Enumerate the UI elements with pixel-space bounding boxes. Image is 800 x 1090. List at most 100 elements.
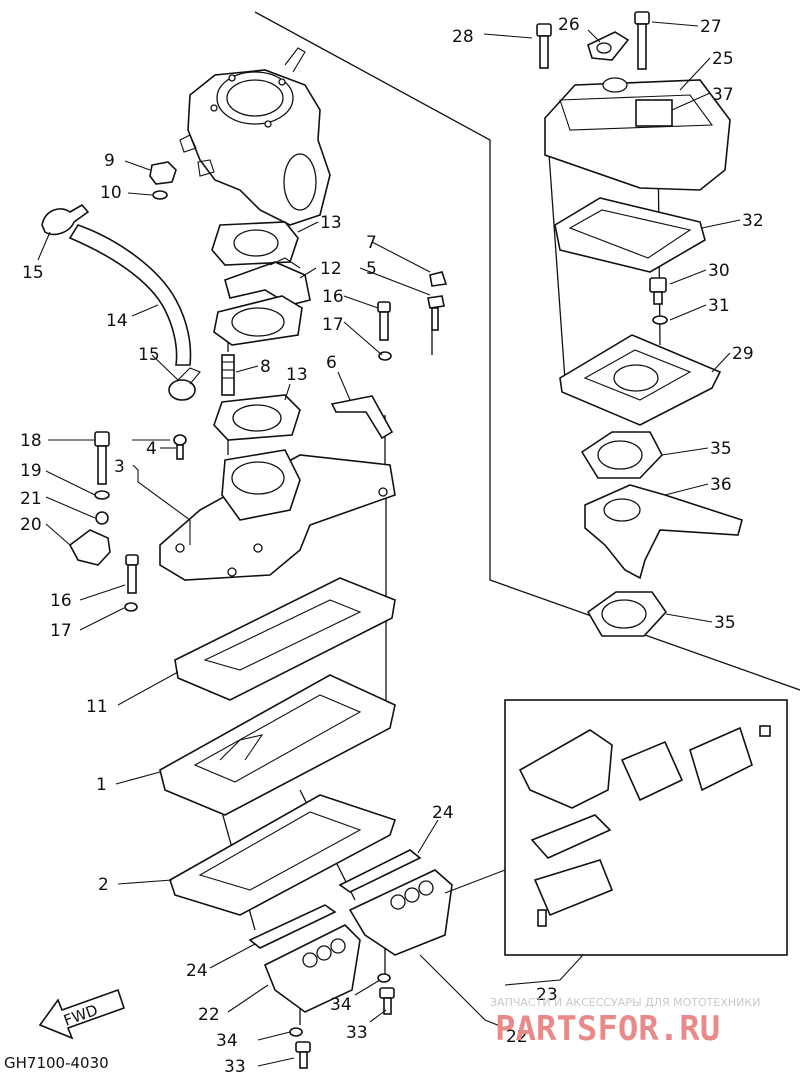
callout-34-left: 34 (216, 1031, 238, 1051)
gasket-lower (169, 794, 397, 916)
gasket-manifold (174, 577, 396, 701)
callout-12: 12 (320, 259, 342, 279)
gasket-ring-upper (580, 431, 663, 479)
callout-11: 11 (86, 697, 108, 717)
callout-22-right: 22 (506, 1027, 528, 1047)
nut (149, 161, 177, 185)
washer-bottom-right (377, 973, 391, 983)
callout-17-lower: 17 (50, 621, 72, 641)
callout-labels: 28 26 27 25 37 32 30 31 29 35 36 35 9 10… (20, 15, 764, 1077)
reed-gasket-left (248, 904, 337, 949)
collar-nut (95, 511, 109, 525)
callout-33-left: 33 (224, 1057, 246, 1077)
callout-20: 20 (20, 515, 42, 535)
callout-16-upper: 16 (322, 287, 344, 307)
callout-25: 25 (712, 49, 734, 69)
callout-36: 36 (710, 475, 732, 495)
callout-30: 30 (708, 261, 730, 281)
gasket-upper (211, 221, 299, 266)
callout-10: 10 (100, 183, 122, 203)
callout-26: 26 (558, 15, 580, 35)
callout-2: 2 (98, 875, 109, 895)
washer-bottom-left (289, 1027, 303, 1037)
callout-35-upper: 35 (710, 439, 732, 459)
callout-7: 7 (366, 233, 377, 253)
callout-37: 37 (712, 85, 734, 105)
callout-17-upper: 17 (322, 315, 344, 335)
screw-right (427, 295, 445, 331)
callout-8: 8 (260, 357, 271, 377)
gasket-ring-lower (586, 591, 668, 637)
callout-27: 27 (700, 17, 722, 37)
rubber-cap (429, 271, 448, 287)
callout-16-lower: 16 (50, 591, 72, 611)
callout-24-right: 24 (432, 803, 454, 823)
intake-elbow-body (179, 47, 331, 226)
watermark-tagline: ЗАПЧАСТИ И АКСЕССУАРЫ ДЛЯ МОТОТЕХНИКИ (490, 996, 760, 1009)
base-plate (559, 334, 722, 426)
callout-32: 32 (742, 211, 764, 231)
watermark: ЗАПЧАСТИ И АКСЕССУАРЫ ДЛЯ МОТОТЕХНИКИ PA… (490, 996, 760, 1049)
bolt-tall-left (536, 23, 552, 69)
cable-holder (68, 529, 111, 566)
mounting-bracket (224, 257, 311, 306)
callout-35-lower: 35 (714, 613, 736, 633)
fwd-label: FWD (61, 1001, 100, 1030)
callout-13-lower: 13 (286, 365, 308, 385)
callout-21: 21 (20, 489, 42, 509)
stud-bolt (221, 354, 235, 396)
hose-clamp-top (41, 203, 90, 236)
reed-valve-assembly-right (348, 869, 453, 956)
callout-33-right: 33 (346, 1023, 368, 1043)
callout-15-top: 15 (22, 263, 44, 283)
leader-lines (37, 21, 741, 1067)
callout-5: 5 (366, 259, 377, 279)
callout-15-bottom: 15 (138, 345, 160, 365)
fwd-arrow-icon: FWD (38, 988, 126, 1040)
plate (330, 395, 394, 440)
drawing-code: GH7100-4030 (4, 1054, 109, 1072)
callout-28: 28 (452, 27, 474, 47)
callout-4: 4 (146, 439, 157, 459)
callout-6: 6 (326, 353, 337, 373)
washer-upper-right (378, 351, 392, 361)
bolt-upper-right (377, 301, 391, 341)
hose-clamp-bottom (168, 367, 201, 401)
spacer-plate (213, 295, 303, 346)
callout-23: 23 (536, 985, 558, 1005)
tank-cover (544, 77, 731, 191)
bolt-tall-right (634, 11, 650, 70)
reed-valve-seat (159, 674, 396, 816)
callout-9: 9 (104, 151, 115, 171)
washer-right (652, 315, 668, 325)
gasket-middle (213, 394, 301, 441)
callout-19: 19 (20, 461, 42, 481)
intake-manifold (159, 449, 396, 581)
screw (173, 434, 187, 460)
bolt-bottom-left (295, 1041, 311, 1069)
mount-bracket-right (584, 484, 743, 580)
washer-lower-left (124, 602, 138, 612)
bolt-bottom-right (379, 987, 395, 1015)
bolt-right (649, 277, 667, 305)
reed-gasket-right (338, 849, 422, 893)
callout-1: 1 (96, 775, 107, 795)
reed-valve-detail-inset (444, 699, 788, 986)
callout-31: 31 (708, 296, 730, 316)
filler-cap (587, 31, 630, 61)
watermark-site: PARTSFOR.RU (495, 1009, 720, 1049)
callout-13-upper: 13 (320, 213, 342, 233)
bolt-lower-left (125, 554, 139, 594)
callout-29: 29 (732, 344, 754, 364)
cover-gasket (554, 197, 706, 273)
callout-3: 3 (114, 457, 125, 477)
callout-14: 14 (106, 311, 128, 331)
callout-18: 18 (20, 431, 42, 451)
reed-valve-assembly-left (263, 924, 361, 1013)
bolt-left (94, 431, 110, 485)
callout-34-right: 34 (330, 995, 352, 1015)
fuel-hose (68, 224, 192, 366)
callout-24-left: 24 (186, 961, 208, 981)
callout-22-left: 22 (198, 1005, 220, 1025)
